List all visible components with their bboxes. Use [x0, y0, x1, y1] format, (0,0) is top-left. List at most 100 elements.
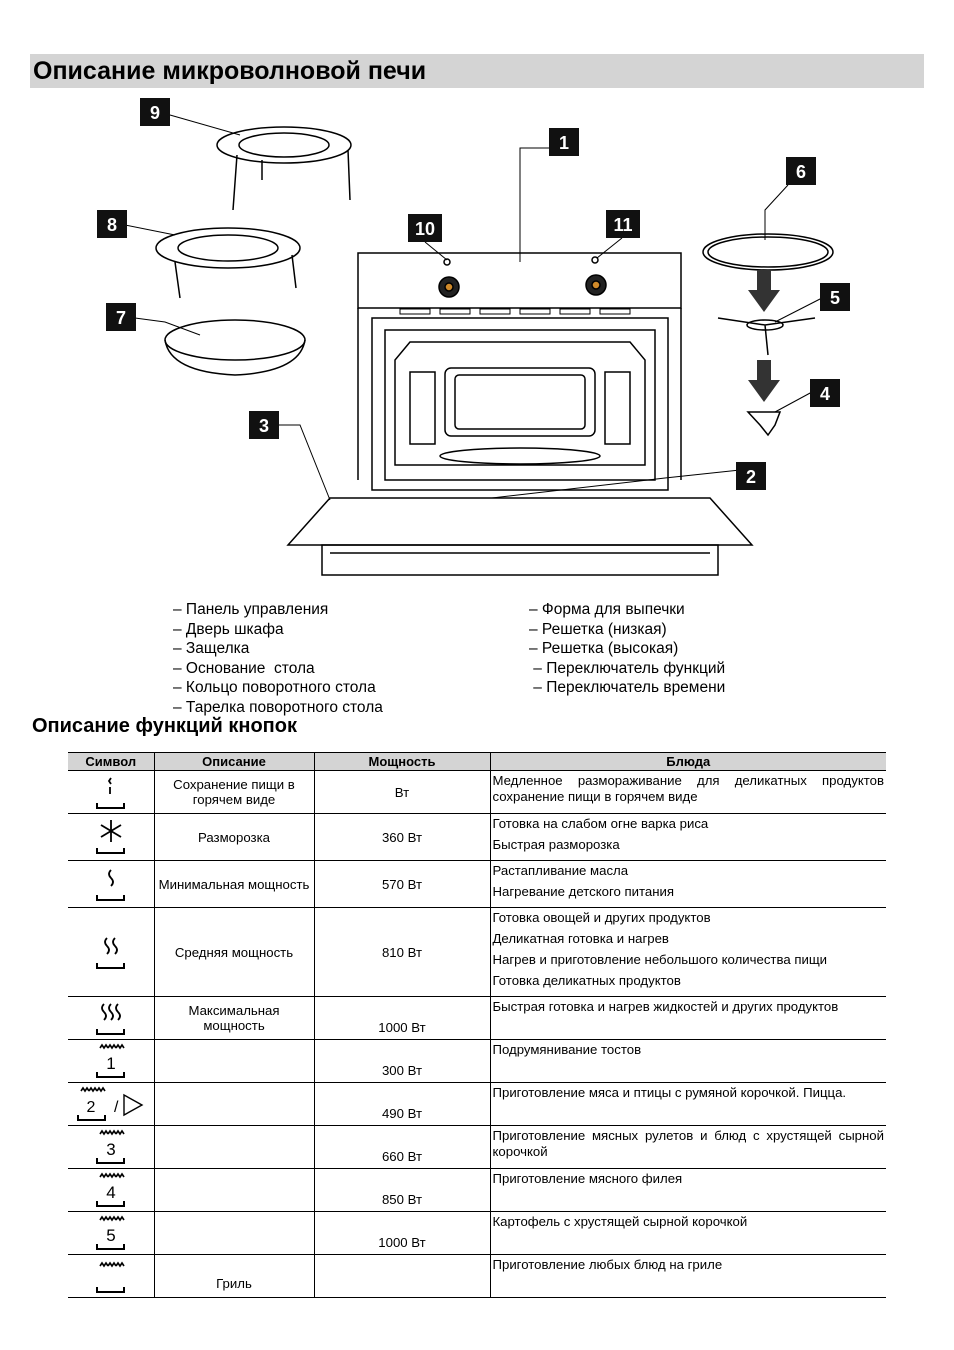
- symbol-cell: [68, 860, 154, 908]
- description-cell: Минимальная мощность: [153, 860, 314, 908]
- dishes-cell: Медленное размораживание для деликатных …: [489, 770, 886, 814]
- dish-item: Подрумянивание тостов: [492, 1042, 642, 1057]
- power-cell: Вт: [313, 770, 490, 814]
- description-cell: [153, 1125, 314, 1169]
- symbol-cell: [68, 907, 154, 997]
- combi-level-number: 1: [106, 1054, 115, 1073]
- diagram-label-11: 11: [613, 215, 632, 235]
- description-cell: [153, 1039, 314, 1083]
- symbol-cell: [68, 813, 154, 861]
- combi-level-number: 3: [106, 1140, 115, 1159]
- dish-item: Готовка на слабом огне варка риса: [492, 816, 709, 831]
- combi-4-icon: 4: [95, 1172, 125, 1207]
- power-cell: 1000 Вт: [313, 1211, 490, 1255]
- description-cell: Разморозка: [153, 813, 314, 861]
- power-cell: 570 Вт: [313, 860, 490, 908]
- description-cell: Средняя мощность: [153, 907, 314, 997]
- legend-item: – Решетка (высокая): [529, 640, 679, 657]
- power-cell: 810 Вт: [313, 907, 490, 997]
- combi-2-icon: 2/: [76, 1086, 144, 1121]
- dish-item: Нагрев и приготовление небольшого количе…: [492, 952, 828, 967]
- dish-item: Готовка овощей и других продуктов: [492, 910, 711, 925]
- dishes-cell: Подрумянивание тостов: [489, 1039, 886, 1083]
- symbol-cell: [68, 770, 154, 814]
- diagram-label-5: 5: [830, 288, 840, 308]
- combi-level-number: 4: [106, 1183, 115, 1202]
- legend-item: – Решетка (низкая): [529, 620, 667, 638]
- symbol-cell: 1: [68, 1039, 154, 1083]
- dish-item: Готовка деликатных продуктов: [492, 973, 681, 988]
- defrost-snowflake-icon: [95, 820, 125, 854]
- dish-item: Приготовление мяса и птицы с румяной кор…: [492, 1085, 847, 1100]
- dish-item: Растапливание масла: [492, 863, 629, 878]
- description-cell: [153, 1168, 314, 1212]
- section-title: Описание функций кнопок: [32, 715, 297, 737]
- power-cell: [313, 1254, 490, 1298]
- legend-item: – Форма для выпечки: [529, 601, 685, 618]
- symbol-cell: 5: [68, 1211, 154, 1255]
- max-power-waves-icon: [95, 1003, 125, 1035]
- dish-item: Медленное размораживание для деликатных …: [492, 773, 885, 804]
- power-cell: 360 Вт: [313, 813, 490, 861]
- diagram-label-1: 1: [559, 133, 569, 153]
- diagram-label-8: 8: [107, 215, 117, 235]
- oven-diagram: 1 2 3 4 5 6 7 8 9 10 11: [97, 98, 850, 576]
- diagram-label-10: 10: [415, 219, 435, 239]
- diagram-label-9: 9: [150, 103, 160, 123]
- combi-5-icon: 5: [95, 1215, 125, 1250]
- dish-item: Деликатная готовка и нагрев: [492, 931, 669, 946]
- legend-item: – Переключатель функций: [529, 659, 726, 677]
- page-title: Описание микроволновой печи: [33, 57, 427, 85]
- combi-1-icon: 1: [95, 1043, 125, 1078]
- dish-item: Приготовление любых блюд на гриле: [492, 1257, 723, 1272]
- legend-item: – Дверь шкафа: [173, 620, 284, 638]
- dish-item: Быстрая разморозка: [492, 837, 620, 852]
- legend-item: – Кольцо поворотного стола: [173, 679, 376, 696]
- dish-item: Нагревание детского питания: [492, 884, 675, 899]
- power-cell: 660 Вт: [313, 1125, 490, 1169]
- description-cell: [153, 1082, 314, 1126]
- diagram-label-7: 7: [116, 308, 126, 328]
- combi-level-number: 5: [106, 1226, 115, 1245]
- dishes-cell: Приготовление мяса и птицы с румяной кор…: [489, 1082, 886, 1126]
- power-cell: 490 Вт: [313, 1082, 490, 1126]
- symbol-cell: [68, 1254, 154, 1298]
- low-power-wave-icon: [95, 869, 125, 901]
- power-cell: 850 Вт: [313, 1168, 490, 1212]
- dish-item: Приготовление мясных рулетов и блюд с хр…: [492, 1128, 885, 1159]
- header-symbol: Символ: [68, 752, 154, 771]
- legend-right: – Форма для выпечки – Решетка (низкая) –…: [529, 600, 725, 698]
- dish-item: Приготовление мясного филея: [492, 1171, 683, 1186]
- medium-power-waves-icon: [95, 937, 125, 969]
- dishes-cell: Приготовление любых блюд на гриле: [489, 1254, 886, 1298]
- power-cell: 1000 Вт: [313, 996, 490, 1040]
- diagram-label-4: 4: [820, 384, 830, 404]
- dishes-cell: Приготовление мясных рулетов и блюд с хр…: [489, 1125, 886, 1169]
- keep-warm-icon: [95, 777, 125, 809]
- grill-icon: [95, 1261, 125, 1293]
- description-cell: Сохранение пищи в горячем виде: [153, 770, 314, 814]
- header-description: Описание: [153, 752, 314, 771]
- legend-item: – Защелка: [173, 640, 250, 657]
- title-bar: Описание микроволновой печи: [30, 54, 924, 88]
- legend-item: – Основание стола: [173, 659, 315, 677]
- symbol-cell: 2/: [68, 1082, 154, 1126]
- header-power: Мощность: [313, 752, 490, 771]
- legend-item: – Тарелка поворотного стола: [173, 698, 383, 716]
- dishes-cell: Быстрая готовка и нагрев жидкостей и дру…: [489, 996, 886, 1040]
- description-cell: [153, 1211, 314, 1255]
- functions-table: Символ Описание Мощность Блюда Сохранени…: [68, 752, 886, 1298]
